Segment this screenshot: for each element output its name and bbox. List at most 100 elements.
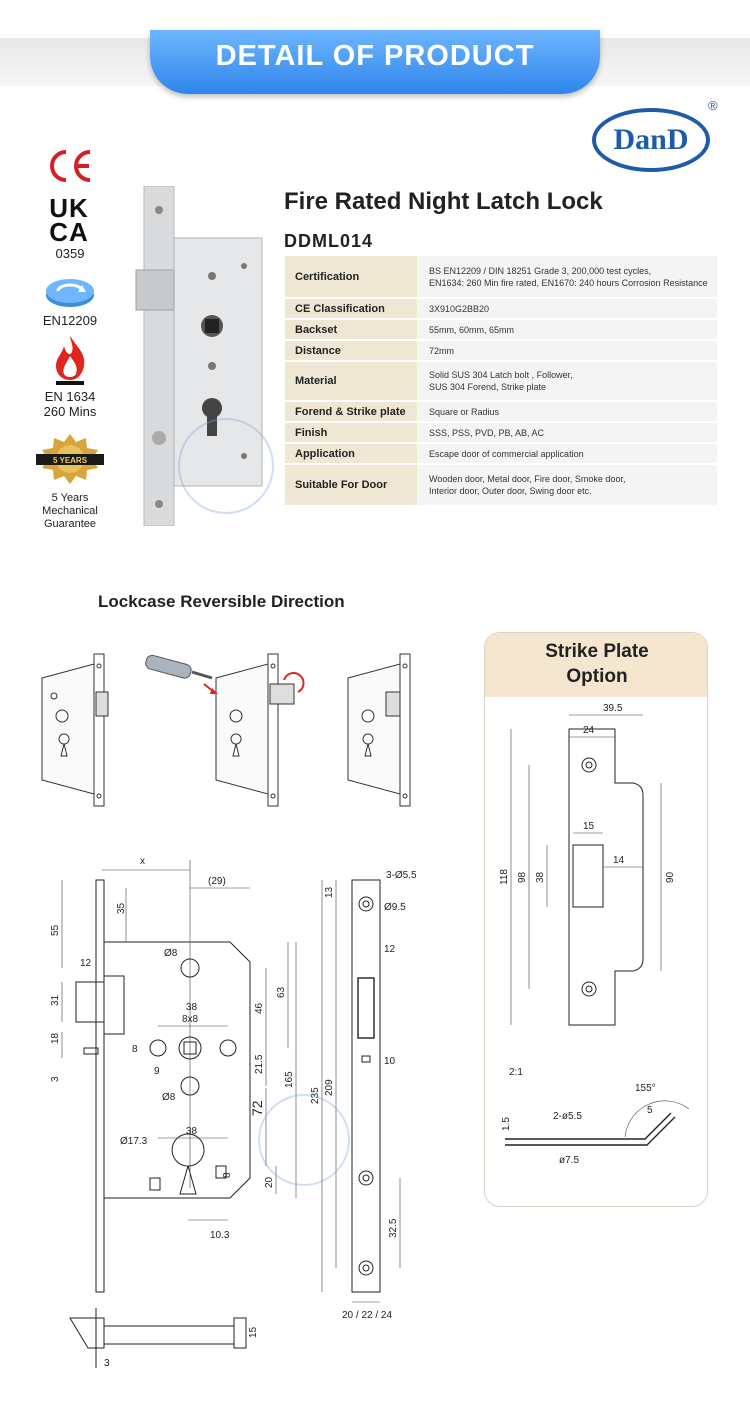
spec-value: SSS, PSS, PVD, PB, AB, AC: [417, 422, 717, 444]
dim-phi8a: Ø8: [164, 948, 178, 959]
spec-row: Certification BS EN12209 / DIN 18251 Gra…: [285, 256, 717, 299]
dim-38a: 38: [186, 1002, 198, 1013]
reversible-title: Lockcase Reversible Direction: [98, 592, 345, 611]
strike-dim-24: 24: [583, 725, 595, 736]
dim-8a: 8: [132, 1044, 138, 1055]
watermark-top: [178, 418, 274, 514]
fire-icon: [56, 336, 85, 385]
dim-18: 18: [50, 1032, 61, 1044]
svg-text:5 YEARS: 5 YEARS: [53, 456, 88, 465]
spec-row: Backset 55mm, 60mm, 65mm: [285, 319, 717, 341]
dim-8x8: 8x8: [182, 1014, 199, 1025]
spec-row: Suitable For Door Wooden door, Metal doo…: [285, 464, 717, 507]
dim-x: x: [140, 856, 145, 867]
strike-scale: 2:1: [509, 1067, 523, 1078]
dim-10-3: 10.3: [210, 1230, 230, 1241]
dim-3a: 3: [50, 1076, 61, 1082]
lockcase-sketch-2: [215, 653, 295, 807]
spec-value: 55mm, 60mm, 65mm: [417, 319, 717, 341]
fire-line1: EN 1634: [44, 389, 96, 404]
badge-line1: 5 Years: [51, 492, 89, 504]
spec-value: BS EN12209 / DIN 18251 Grade 3, 200,000 …: [417, 256, 717, 299]
dim-35: 35: [116, 902, 127, 914]
dim-12a: 12: [80, 958, 92, 969]
banner-tab: [150, 30, 600, 94]
dim-38b: 38: [186, 1126, 198, 1137]
dim-hole3: 3-Ø5.5: [386, 870, 417, 881]
strike-dim-14: 14: [613, 855, 625, 866]
rotate-arrow-icon: [283, 672, 305, 693]
watermark-drawing: [258, 1094, 350, 1186]
strike-dim-98: 98: [517, 871, 528, 883]
brand-logo: DanD: [592, 108, 710, 172]
spec-table: Certification BS EN12209 / DIN 18251 Gra…: [285, 256, 717, 507]
strike-dim-118: 118: [499, 869, 510, 885]
dim-13: 13: [324, 886, 335, 898]
strike-title-line2: Option: [566, 666, 628, 687]
ukca-mark: UK CA: [44, 193, 94, 247]
ukca-top: UK: [49, 193, 89, 223]
strike-plate-heading: Strike Plate Option: [485, 633, 707, 697]
spec-row: Material Solid SUS 304 Latch bolt , Foll…: [285, 361, 717, 402]
strike-dim-2phi: 2-ø5.5: [553, 1111, 582, 1122]
dim-20: 20: [264, 1176, 275, 1188]
spec-row: Finish SSS, PSS, PVD, PB, AB, AC: [285, 422, 717, 444]
spec-row: Distance 72mm: [285, 340, 717, 362]
ce-mark-icon: [50, 150, 91, 182]
spec-row: CE Classification 3X910G2BB20: [285, 298, 717, 320]
spec-key: Suitable For Door: [285, 464, 417, 507]
dim-209: 209: [324, 1079, 335, 1096]
strike-dim-7-5: ø7.5: [559, 1155, 579, 1166]
lockcase-sketch-1: [41, 653, 109, 807]
spec-value: Square or Radius: [417, 401, 717, 423]
banner-title: DETAIL OF PRODUCT: [215, 40, 535, 72]
fire-rating-label: EN 1634 260 Mins: [24, 389, 116, 419]
reversible-diagrams: [41, 653, 411, 807]
dim-10: 10: [384, 1056, 396, 1067]
ukca-bottom: CA: [49, 217, 89, 247]
fire-line2: 260 Mins: [43, 404, 97, 419]
ukca-number: 0359: [55, 246, 85, 261]
spec-key: Application: [285, 443, 417, 465]
dim-63: 63: [276, 986, 287, 998]
strike-plate-panel: Strike Plate Option 39.5 24: [484, 632, 708, 1207]
cycle-test-icon: [46, 279, 94, 307]
strike-dim-90: 90: [665, 871, 676, 883]
dim-55: 55: [50, 924, 61, 936]
guarantee-badge-icon: 5 YEARS: [36, 434, 104, 484]
dim-8b: 8: [222, 1172, 233, 1178]
guarantee-label: 5 Years Mechanical Guarantee: [24, 492, 116, 531]
spec-value: 3X910G2BB20: [417, 298, 717, 320]
dim-3b: 3: [104, 1358, 110, 1369]
brand-logo-text: DanD: [613, 123, 689, 156]
dim-165: 165: [284, 1071, 295, 1088]
spec-value: Escape door of commercial application: [417, 443, 717, 465]
dim-46: 46: [254, 1002, 265, 1014]
lockcase-sketch-3: [347, 653, 411, 807]
dim-15a: 15: [248, 1326, 259, 1338]
spec-row: Forend & Strike plate Square or Radius: [285, 401, 717, 423]
product-model: DDML014: [284, 231, 374, 251]
strike-title-line1: Strike Plate: [545, 641, 649, 662]
registered-mark: ®: [708, 98, 718, 113]
spec-key: Certification: [285, 256, 417, 299]
spec-key: Material: [285, 361, 417, 402]
strike-dim-1-5: 1.5: [501, 1117, 512, 1131]
screwdriver-icon: [145, 654, 218, 694]
spec-value: 72mm: [417, 340, 717, 362]
spec-value: Wooden door, Metal door, Fire door, Smok…: [417, 464, 717, 507]
strike-dim-38: 38: [535, 871, 546, 883]
spec-value: Solid SUS 304 Latch bolt , Follower, SUS…: [417, 361, 717, 402]
badge-line2: Mechanical: [42, 505, 98, 517]
dim-9: 9: [154, 1066, 160, 1077]
badge-line3: Guarantee: [44, 518, 96, 530]
strike-dim-5: 5: [647, 1105, 653, 1116]
spec-key: Finish: [285, 422, 417, 444]
dim-72: 72: [249, 1100, 265, 1116]
strike-dim-155: 155°: [635, 1083, 656, 1094]
spec-row: Application Escape door of commercial ap…: [285, 443, 717, 465]
dim-12b: 12: [384, 944, 396, 955]
strike-dim-39-5: 39.5: [603, 703, 623, 714]
dim-phi17-3: Ø17.3: [120, 1136, 148, 1147]
technical-drawing: x 35 (29) 55 12 31 18 3 Ø8 38 8x8 8 9 46…: [50, 856, 417, 1369]
